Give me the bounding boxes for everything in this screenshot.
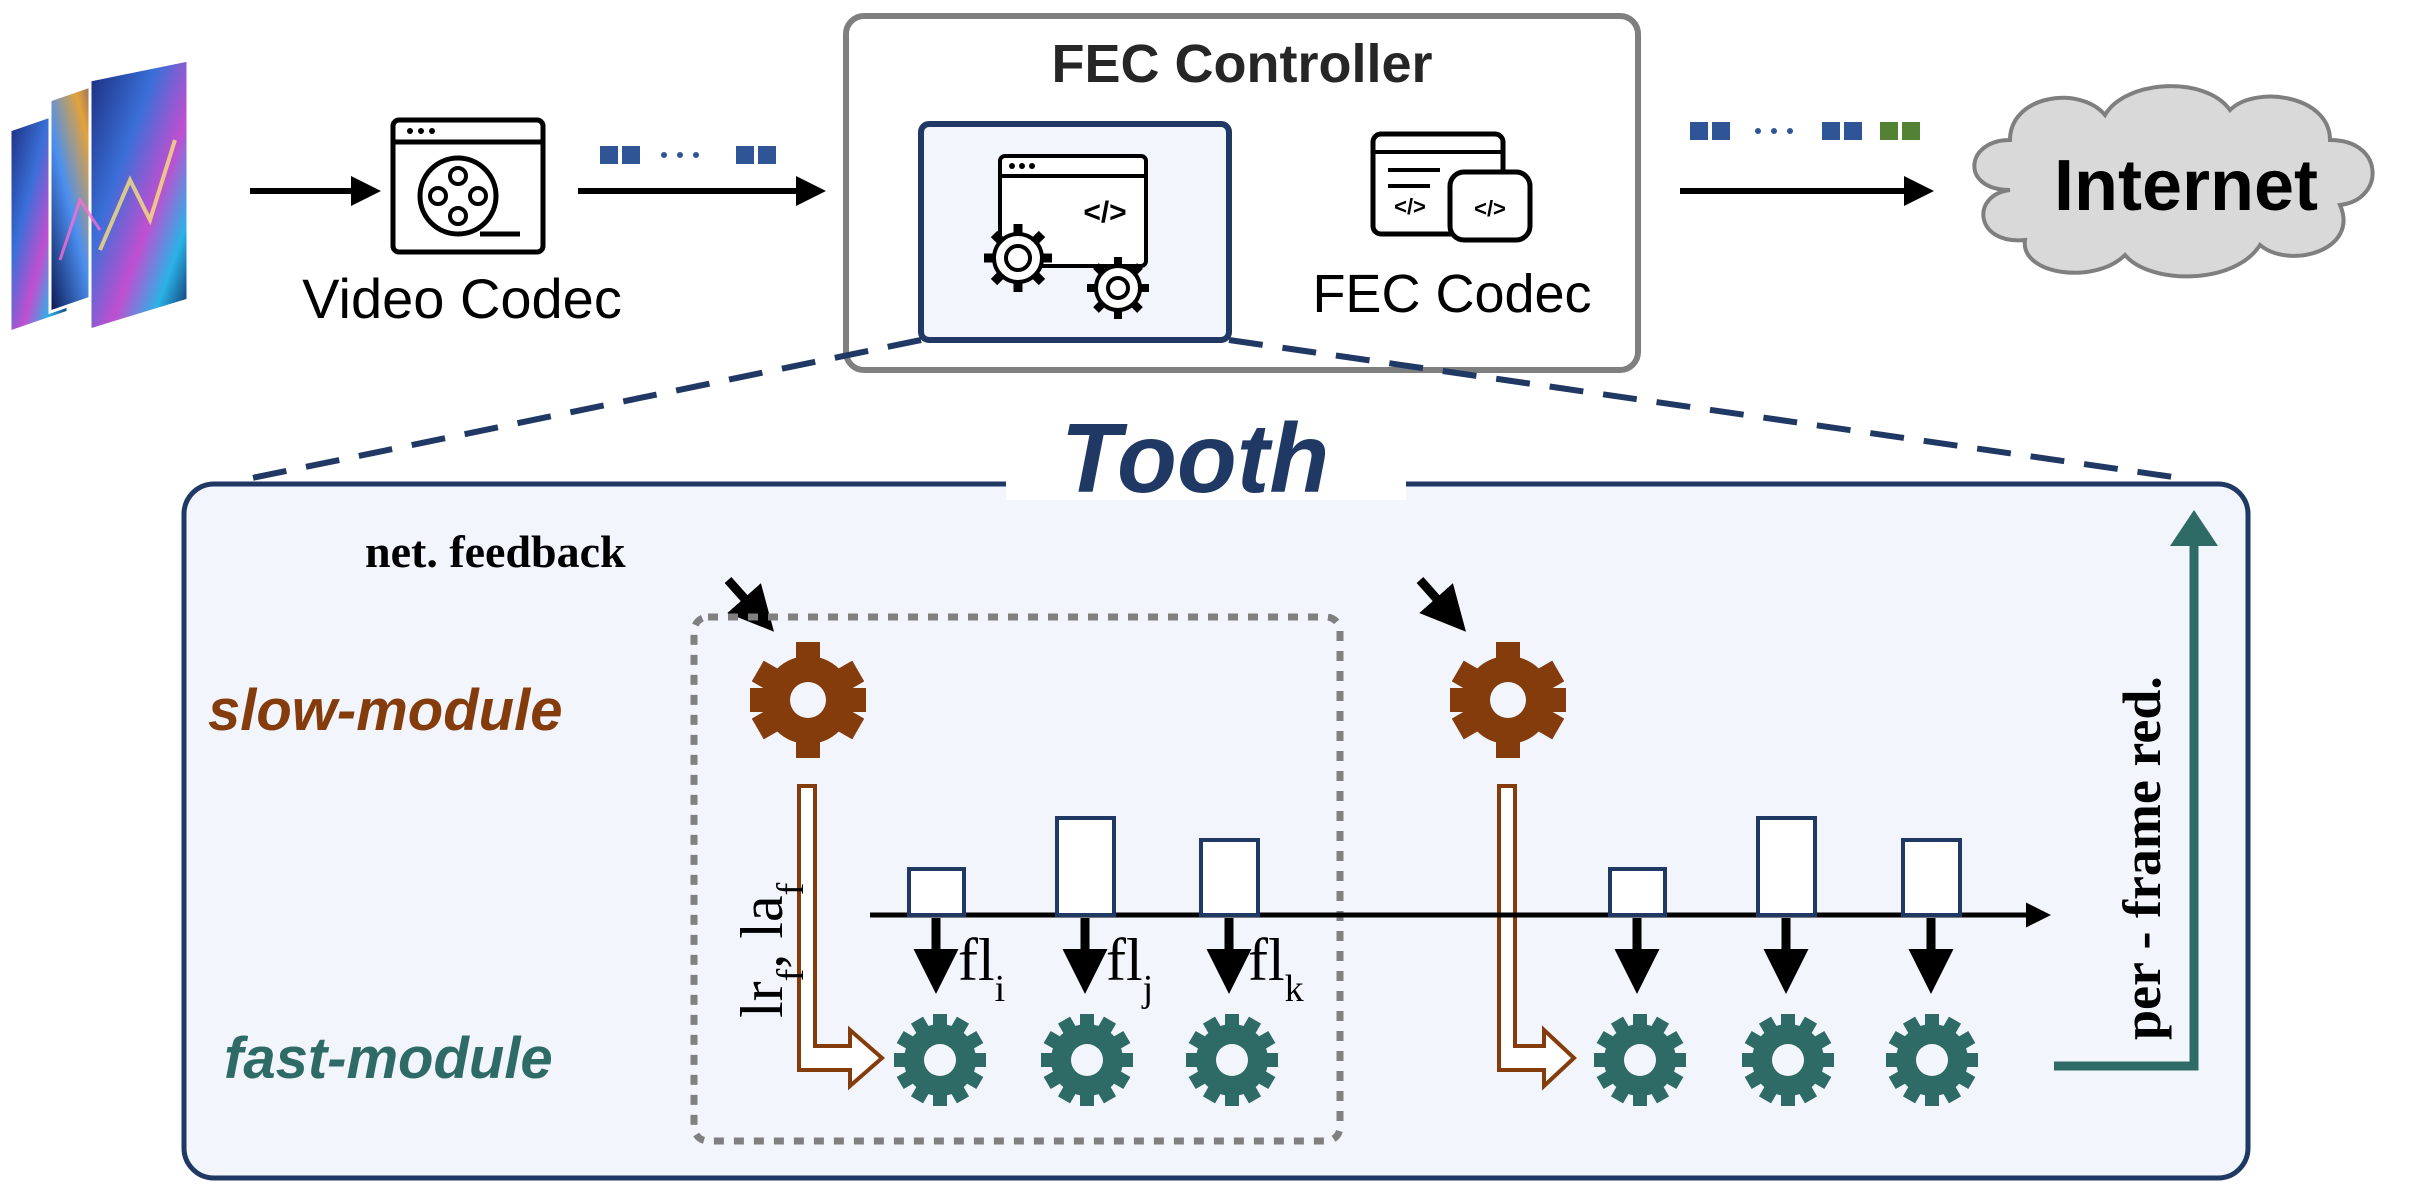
la-main: , la (729, 895, 795, 968)
fast-gear-icon (1594, 1014, 1686, 1106)
svg-text:</>: </> (1394, 194, 1426, 219)
svg-text:</>: </> (1083, 196, 1126, 229)
svg-text:lrf, laf: lrf, laf (729, 882, 812, 1018)
fast-gear-icon (1742, 1014, 1834, 1106)
controller-monitor-icon: </> (918, 121, 1232, 343)
fl-j-label: flj (1106, 927, 1153, 1010)
per-frame-red-label-wrap: per - frame red. (2112, 676, 2172, 1040)
la-sub: f (770, 882, 812, 895)
internet-cloud (1972, 84, 2375, 279)
fl-k-main: fl (1248, 927, 1285, 993)
video-frames-image (8, 58, 190, 335)
video-codec-icon (390, 117, 546, 255)
fl-j-main: fl (1106, 927, 1143, 993)
per-frame-red-arrow (2054, 540, 2199, 1071)
fl-j-sub: j (1141, 968, 1154, 1010)
fast-gear-icon (894, 1014, 986, 1106)
lr-la-label: lrf, laf (729, 882, 812, 1018)
net-feedback-label: net. feedback (365, 526, 626, 577)
frame-bar (907, 867, 966, 917)
fl-i-label: fli (958, 927, 1005, 1010)
feedback-arrow-1 (724, 577, 774, 632)
per-frame-red-arrowhead (2170, 510, 2218, 546)
fl-k-label: flk (1248, 927, 1304, 1010)
frame-bar (1055, 816, 1116, 917)
slow-to-fast-arrow-1 (797, 784, 886, 1091)
dotted-group-box (690, 613, 1344, 1145)
slow-module-label: slow-module (208, 678, 562, 743)
frame-bar (1756, 816, 1817, 917)
per-frame-red-label: per - frame red. (2112, 676, 2172, 1040)
fl-i-sub: i (995, 968, 1006, 1010)
frame-down-arrows (913, 918, 1954, 994)
video-codec-label: Video Codec (302, 267, 622, 330)
internet-label: Internet (2054, 146, 2318, 226)
tooth-title-gap (1006, 470, 1406, 500)
fec-codec-icon: </> </> (1370, 131, 1533, 243)
fast-module-label: fast-module (224, 1026, 553, 1091)
fec-codec-label: FEC Codec (1312, 264, 1591, 324)
zoom-line-left (251, 337, 922, 481)
tooth-title: Tooth (1061, 403, 1329, 513)
video-packets (600, 146, 776, 164)
lr-sub: f (770, 968, 812, 981)
frame-bars (907, 816, 1962, 917)
svg-text:</>: </> (1474, 196, 1506, 221)
fl-k-sub: k (1285, 968, 1304, 1010)
fl-i-main: fl (958, 927, 995, 993)
fast-gear-icon (1041, 1014, 1133, 1106)
feedback-arrow-2 (1416, 577, 1466, 632)
frame-bar (1608, 867, 1667, 917)
fast-gear-icon (1886, 1014, 1978, 1106)
frame-bar (1199, 838, 1260, 917)
fast-gears (894, 1014, 1978, 1106)
slow-gear-icon (750, 642, 866, 758)
fast-gear-icon (1186, 1014, 1278, 1106)
frame-bar (1901, 838, 1962, 917)
fec-controller-title: FEC Controller (1051, 34, 1432, 94)
lr-main: lr (729, 981, 795, 1018)
fec-packets (1690, 122, 1920, 140)
slow-gear-icon-2 (1450, 642, 1566, 758)
